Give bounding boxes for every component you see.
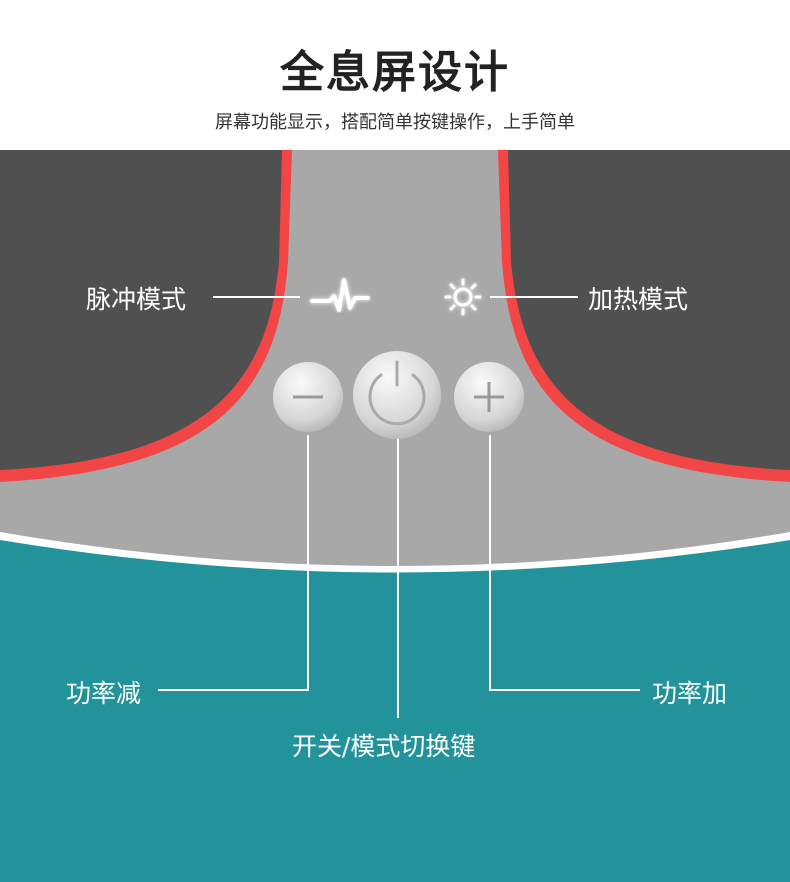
left-panel: [0, 150, 282, 470]
heat-mode-label: 加热模式: [588, 285, 689, 314]
minus-button[interactable]: [273, 362, 343, 432]
plus-button[interactable]: [454, 362, 524, 432]
page-subtitle: 屏幕功能显示，搭配简单按键操作，上手简单: [215, 112, 575, 133]
power-mode-switch-label: 开关/模式切换键: [292, 732, 476, 761]
plus-icon: [474, 382, 504, 412]
page-title: 全息屏设计: [280, 47, 510, 98]
power-button[interactable]: [353, 351, 441, 439]
pulse-icon: [310, 278, 370, 312]
power-down-label: 功率减: [66, 679, 142, 708]
right-panel: [508, 150, 790, 470]
callout-lines: [158, 296, 640, 718]
sun-icon: [444, 278, 482, 316]
pulse-mode-label: 脉冲模式: [86, 285, 187, 314]
power-icon: [368, 360, 426, 426]
power-up-label: 功率加: [652, 679, 728, 708]
